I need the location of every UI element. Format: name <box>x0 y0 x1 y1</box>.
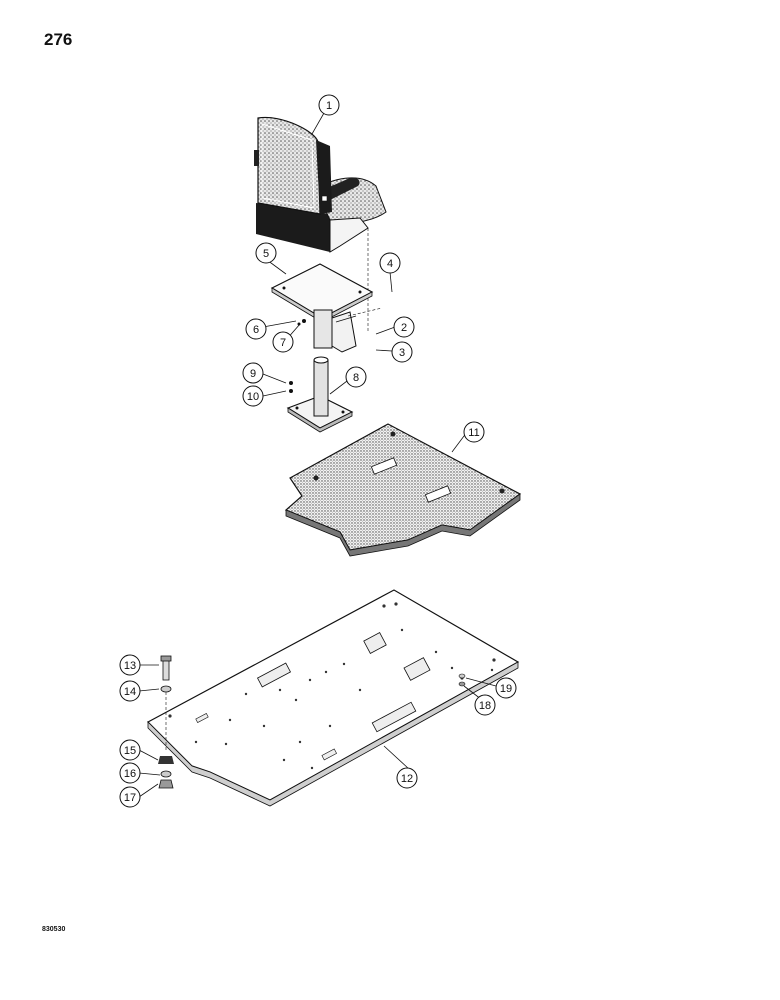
callout-16: 16 <box>119 762 141 784</box>
seat-part <box>254 116 387 332</box>
svg-text:10: 10 <box>247 391 259 403</box>
svg-text:4: 4 <box>387 258 393 270</box>
callout-4: 4 <box>379 252 401 274</box>
callout-6: 6 <box>245 318 267 340</box>
svg-text:11: 11 <box>468 427 479 439</box>
svg-text:17: 17 <box>124 792 136 804</box>
svg-text:18: 18 <box>479 700 491 712</box>
callout-18: 18 <box>474 694 496 716</box>
callout-10: 10 <box>242 385 264 407</box>
floor-plate-part <box>147 589 520 807</box>
svg-text:6: 6 <box>253 324 259 336</box>
drawing-id: 830530 <box>42 926 66 933</box>
callout-19: 19 <box>495 677 517 699</box>
callout-12: 12 <box>396 767 418 789</box>
floor-mat-part <box>284 423 522 557</box>
svg-text:1: 1 <box>326 100 332 112</box>
callout-9: 9 <box>242 362 264 384</box>
hardware-stack-left <box>158 655 174 789</box>
svg-text:7: 7 <box>280 337 286 349</box>
callout-2: 2 <box>393 316 415 338</box>
svg-text:19: 19 <box>500 683 512 695</box>
pedestal-part <box>286 356 354 433</box>
hardware-stack-right <box>458 673 466 687</box>
callout-5: 5 <box>255 242 277 264</box>
svg-text:2: 2 <box>401 322 407 334</box>
page-number: 276 <box>44 30 73 49</box>
callout-17: 17 <box>119 786 141 808</box>
callout-13: 13 <box>119 654 141 676</box>
svg-text:9: 9 <box>250 368 256 380</box>
callout-11: 11 <box>463 421 485 443</box>
callout-3: 3 <box>391 341 413 363</box>
callout-14: 14 <box>119 680 141 702</box>
svg-text:12: 12 <box>401 773 413 785</box>
svg-text:13: 13 <box>124 660 136 672</box>
callout-15: 15 <box>119 739 141 761</box>
svg-text:3: 3 <box>399 347 405 359</box>
svg-text:8: 8 <box>353 372 359 384</box>
callout-8: 8 <box>345 366 367 388</box>
svg-text:15: 15 <box>124 745 136 757</box>
callout-1: 1 <box>318 94 340 116</box>
svg-text:5: 5 <box>263 248 269 260</box>
seat-sleeve <box>297 307 383 353</box>
svg-text:16: 16 <box>124 768 136 780</box>
callout-7: 7 <box>272 331 294 353</box>
svg-text:14: 14 <box>124 686 136 698</box>
